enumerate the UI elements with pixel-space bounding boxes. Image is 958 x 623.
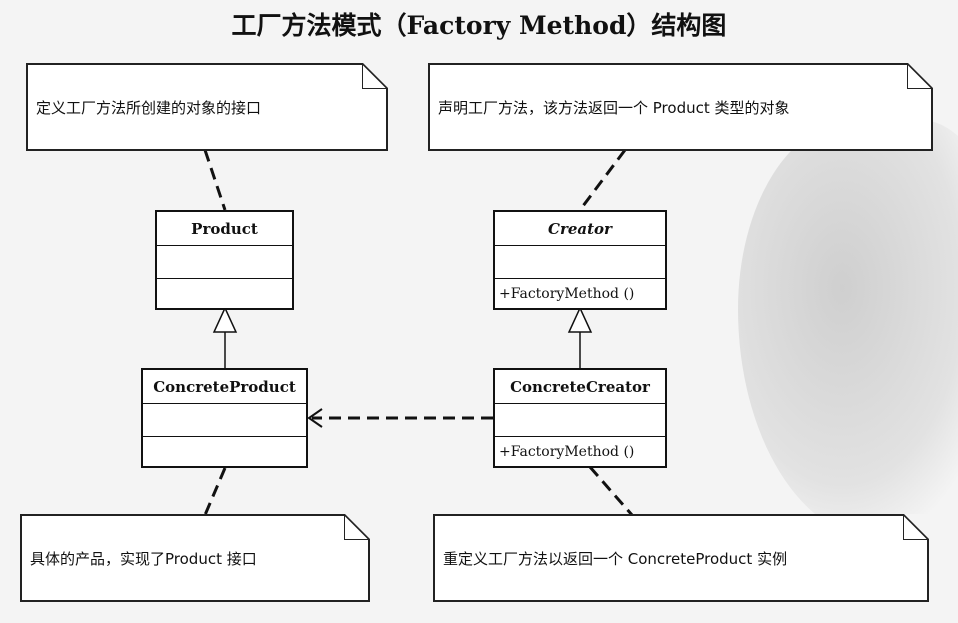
creator-attributes xyxy=(495,245,665,278)
creator-inheritance-arrow xyxy=(567,306,593,333)
concrete-product-note: 具体的产品，实现了Product 接口 xyxy=(20,514,370,602)
product-note-anchor xyxy=(203,149,227,211)
concrete-creator-class: ConcreteCreator +FactoryMethod () xyxy=(493,368,667,468)
note-fold-icon xyxy=(903,514,929,540)
creator-note-anchor xyxy=(578,149,627,211)
note-fold-icon xyxy=(907,63,933,89)
note-fold-icon xyxy=(344,514,370,540)
creator-class: Creator +FactoryMethod () xyxy=(493,210,667,310)
concrete-creator-class-name: ConcreteCreator xyxy=(510,377,650,396)
concrete-product-attributes xyxy=(143,403,306,436)
product-attributes xyxy=(157,245,292,278)
concrete-creator-attributes xyxy=(495,403,665,436)
creator-operation: +FactoryMethod () xyxy=(495,278,665,308)
product-inheritance-arrow xyxy=(212,306,238,333)
product-class-name: Product xyxy=(191,219,258,238)
note-fold-icon xyxy=(362,63,388,89)
concrete-product-class-name: ConcreteProduct xyxy=(153,377,296,396)
product-class: Product xyxy=(155,210,294,310)
product-note: 定义工厂方法所创建的对象的接口 xyxy=(26,63,388,151)
concrete-product-note-anchor xyxy=(203,467,227,516)
concrete-creator-operation: +FactoryMethod () xyxy=(495,436,665,466)
creator-note-text: 声明工厂方法，该方法返回一个 Product 类型的对象 xyxy=(438,98,790,117)
creator-class-name: Creator xyxy=(548,219,612,238)
product-operations xyxy=(157,278,292,308)
diagram-title: 工厂方法模式（Factory Method）结构图 xyxy=(231,11,727,40)
dependency-arrowhead xyxy=(307,408,323,428)
concrete-product-class: ConcreteProduct xyxy=(141,368,308,468)
concrete-creator-note: 重定义工厂方法以返回一个 ConcreteProduct 实例 xyxy=(433,514,929,602)
product-note-text: 定义工厂方法所创建的对象的接口 xyxy=(36,98,262,117)
concrete-creator-note-text: 重定义工厂方法以返回一个 ConcreteProduct 实例 xyxy=(443,549,788,568)
concrete-product-note-text: 具体的产品，实现了Product 接口 xyxy=(30,549,257,568)
concrete-creator-note-anchor xyxy=(588,466,634,516)
creator-note: 声明工厂方法，该方法返回一个 Product 类型的对象 xyxy=(428,63,933,151)
concrete-product-operations xyxy=(143,436,306,466)
